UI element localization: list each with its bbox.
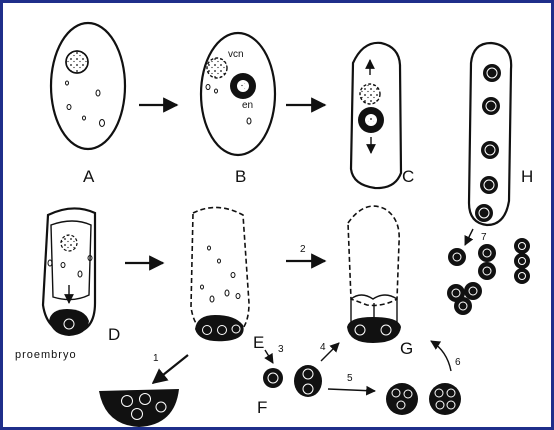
panel-a-cell bbox=[51, 23, 125, 149]
arrow-6 bbox=[431, 341, 451, 371]
panel-d-cell bbox=[43, 208, 95, 336]
label-b: B bbox=[235, 167, 246, 186]
proembryo-detail bbox=[99, 389, 179, 427]
arrow-3 bbox=[265, 350, 273, 363]
label-h: H bbox=[521, 167, 533, 186]
panel-c-cell bbox=[351, 43, 401, 188]
step-2: 2 bbox=[300, 244, 306, 255]
panel-h-clusters bbox=[447, 238, 530, 315]
label-e: E bbox=[253, 333, 264, 352]
panel-f-nuclei bbox=[263, 365, 322, 397]
label-g: G bbox=[400, 339, 413, 358]
label-c: C bbox=[402, 167, 414, 186]
panel-h-cell bbox=[469, 43, 511, 225]
step-1: 1 bbox=[153, 353, 159, 364]
label-f: F bbox=[257, 398, 267, 417]
step-3: 3 bbox=[278, 344, 284, 355]
proembryo-label: proembryo bbox=[15, 349, 77, 361]
arrow-7 bbox=[465, 229, 473, 245]
en-label: en bbox=[242, 100, 253, 111]
diagram-canvas: vcn en proembryo bbox=[3, 3, 551, 427]
step-5: 5 bbox=[347, 373, 353, 384]
label-a: A bbox=[83, 167, 95, 186]
panel-g-cell bbox=[347, 206, 401, 343]
step-6: 6 bbox=[455, 357, 461, 368]
panel-g-quartets bbox=[386, 383, 461, 415]
step-7: 7 bbox=[481, 232, 487, 243]
step-4: 4 bbox=[320, 342, 326, 353]
arrow-5 bbox=[328, 389, 375, 391]
panel-e-cell bbox=[191, 207, 249, 341]
label-d: D bbox=[108, 325, 120, 344]
vcn-label: vcn bbox=[228, 49, 244, 60]
